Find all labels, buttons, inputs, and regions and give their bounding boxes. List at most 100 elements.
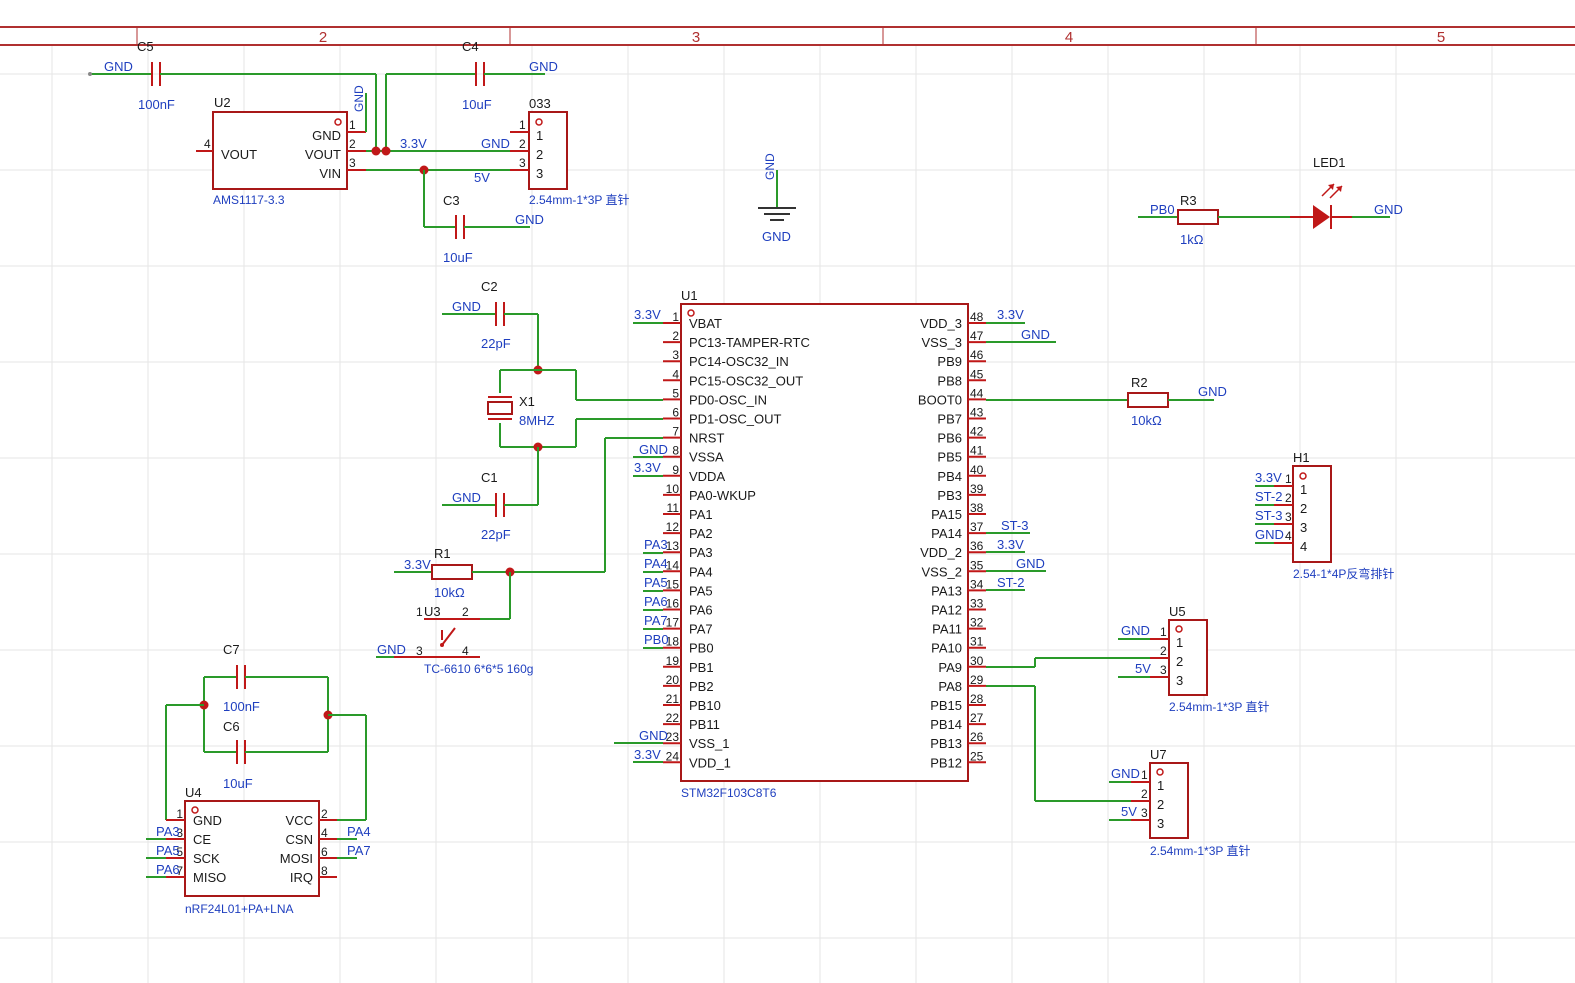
net-gnd: GND — [377, 642, 406, 657]
u1-pin-name: NRST — [689, 431, 724, 446]
net-3v3: 3.3V — [400, 136, 427, 151]
net-3v3: 3.3V — [404, 557, 431, 572]
u1-pin-number: 27 — [970, 711, 984, 725]
u1-pin-number: 44 — [970, 386, 984, 400]
switch-u3[interactable]: U3 1 2 3 4 TC-6610 6*6*5 160g — [394, 604, 533, 676]
led-led1[interactable]: LED1 — [1313, 155, 1346, 229]
c7-value: 100nF — [223, 699, 260, 714]
u3-pinnum: 4 — [462, 644, 469, 658]
u4-part: nRF24L01+PA+LNA — [185, 902, 294, 916]
u2-pinnum: 3 — [349, 156, 356, 170]
regulator-u2[interactable]: U2 VOUT GND VOUT VIN 4 1 2 3 AMS1117-3.3 — [196, 95, 366, 207]
net-5v: 5V — [474, 170, 490, 185]
net-gnd: GND — [529, 59, 558, 74]
u1-pin-number: 12 — [666, 520, 680, 534]
net-pa6: PA6 — [156, 862, 180, 877]
u1-pin-number: 32 — [970, 616, 984, 630]
u1-pin-name: PC13-TAMPER-RTC — [689, 335, 810, 350]
net-gnd: GND — [515, 212, 544, 227]
u2-pin-vout: VOUT — [305, 147, 341, 162]
u1-pin-name: PD1-OSC_OUT — [689, 412, 782, 427]
u1-pin-name: VSSA — [689, 450, 724, 465]
c5-ref: C5 — [137, 39, 154, 54]
u1-pin-name: PB0 — [689, 641, 714, 656]
capacitor-c5[interactable]: C5 100nF — [90, 39, 376, 112]
capacitor-c1[interactable]: C1 22pF — [442, 470, 538, 542]
net-pb0: PB0 — [1150, 202, 1175, 217]
u1-pin-name: VDD_2 — [920, 545, 962, 560]
net-pa3: PA3 — [156, 824, 180, 839]
header-u7[interactable]: U7 1 2 3 1 2 3 2.54mm-1*3P 直针 — [1131, 747, 1250, 858]
crystal-x1[interactable]: X1 8MHZ — [487, 394, 554, 428]
capacitor-c6[interactable]: C6 10uF — [204, 719, 328, 791]
net-gnd: GND — [639, 442, 668, 457]
u1-pin-number: 13 — [666, 539, 680, 553]
resistor-r3[interactable]: R3 1kΩ — [1177, 193, 1219, 247]
u1-pin-name: PB1 — [689, 660, 714, 675]
u4-pin-number: 7 — [176, 864, 183, 878]
frame-col-3: 3 — [692, 29, 700, 46]
r3-ref: R3 — [1180, 193, 1197, 208]
capacitor-c2[interactable]: C2 22pF — [442, 279, 538, 351]
header-u5[interactable]: U5 1 2 3 1 2 3 2.54mm-1*3P 直针 — [1150, 604, 1269, 714]
net-3v3: 3.3V — [634, 747, 661, 762]
u3-part: TC-6610 6*6*5 160g — [424, 662, 533, 676]
capacitor-c7[interactable]: C7 100nF — [203, 642, 328, 752]
u4-pin-number: 4 — [321, 826, 328, 840]
x1-ref: X1 — [519, 394, 535, 409]
u1-pin-name: PA1 — [689, 507, 713, 522]
u1-pin-number: 23 — [666, 730, 680, 744]
u4-pin-number: 3 — [176, 826, 183, 840]
net-gnd: GND — [1121, 623, 1150, 638]
net-3v3: 3.3V — [997, 307, 1024, 322]
capacitor-c4[interactable]: C4 10uF — [386, 39, 545, 112]
net-gnd: GND — [452, 490, 481, 505]
u1-pin-name: PB8 — [937, 373, 962, 388]
j033-pinnum: 3 — [519, 156, 526, 170]
h1-pinnum: 2 — [1285, 491, 1292, 505]
j033-pin: 1 — [536, 128, 543, 143]
header-033[interactable]: 033 1 2 3 1 2 3 2.54mm-1*3P 直针 — [510, 96, 629, 207]
net-gnd: GND — [639, 728, 668, 743]
u1-pin-name: PB4 — [937, 469, 962, 484]
u1-pin-name: PA10 — [931, 641, 962, 656]
header-h1[interactable]: H1 1 2 3 4 1 2 3 4 2.54-1*4P反弯排针 — [1274, 450, 1394, 581]
net-pa7: PA7 — [347, 843, 371, 858]
u1-pin-name: PB7 — [937, 412, 962, 427]
u1-pin-name: VSS_2 — [922, 564, 962, 579]
u1-pin-number: 15 — [666, 577, 680, 591]
h1-pinnum: 3 — [1285, 510, 1292, 524]
u5-pinnum: 1 — [1160, 625, 1167, 639]
u1-pin-number: 33 — [970, 597, 984, 611]
reset-section: 3.3V R1 10kΩ U3 1 2 3 4 TC-6610 6*6*5 16… — [376, 437, 663, 676]
c7-ref: C7 — [223, 642, 240, 657]
u1-pin-number: 11 — [667, 501, 680, 515]
net-gnd: GND — [1111, 766, 1140, 781]
u1-pin-name: BOOT0 — [918, 392, 962, 407]
r1-value: 10kΩ — [434, 585, 465, 600]
u2-part: AMS1117-3.3 — [213, 193, 285, 207]
u1-pin-name: PB15 — [930, 698, 962, 713]
u4-pin-number: 1 — [176, 807, 183, 821]
c4-ref: C4 — [462, 39, 479, 54]
u1-pin-name: VSS_1 — [689, 736, 729, 751]
u7-pinnum: 2 — [1141, 787, 1148, 801]
r1-ref: R1 — [434, 546, 451, 561]
u1-pin-number: 45 — [970, 367, 984, 381]
u1-pin-name: PB5 — [937, 450, 962, 465]
u1-pin-number: 30 — [970, 654, 984, 668]
capacitor-c3[interactable]: C3 10uF — [423, 170, 530, 265]
resistor-r1[interactable]: R1 10kΩ — [431, 546, 473, 600]
u1-pin-name: VSS_3 — [922, 335, 962, 350]
net-st2: ST-2 — [1255, 489, 1282, 504]
u5-pinnum: 2 — [1160, 644, 1167, 658]
resistor-r2[interactable]: R2 10kΩ — [1127, 375, 1169, 428]
c5-value: 100nF — [138, 97, 175, 112]
led-section: PB0 R3 1kΩ LED1 GND — [1138, 155, 1403, 247]
c2-ref: C2 — [481, 279, 498, 294]
u1-pin-number: 28 — [970, 692, 984, 706]
r2-value: 10kΩ — [1131, 413, 1162, 428]
u1-right-nets: 3.3V GND ST-3 3.3V GND ST-2 — [986, 307, 1150, 802]
